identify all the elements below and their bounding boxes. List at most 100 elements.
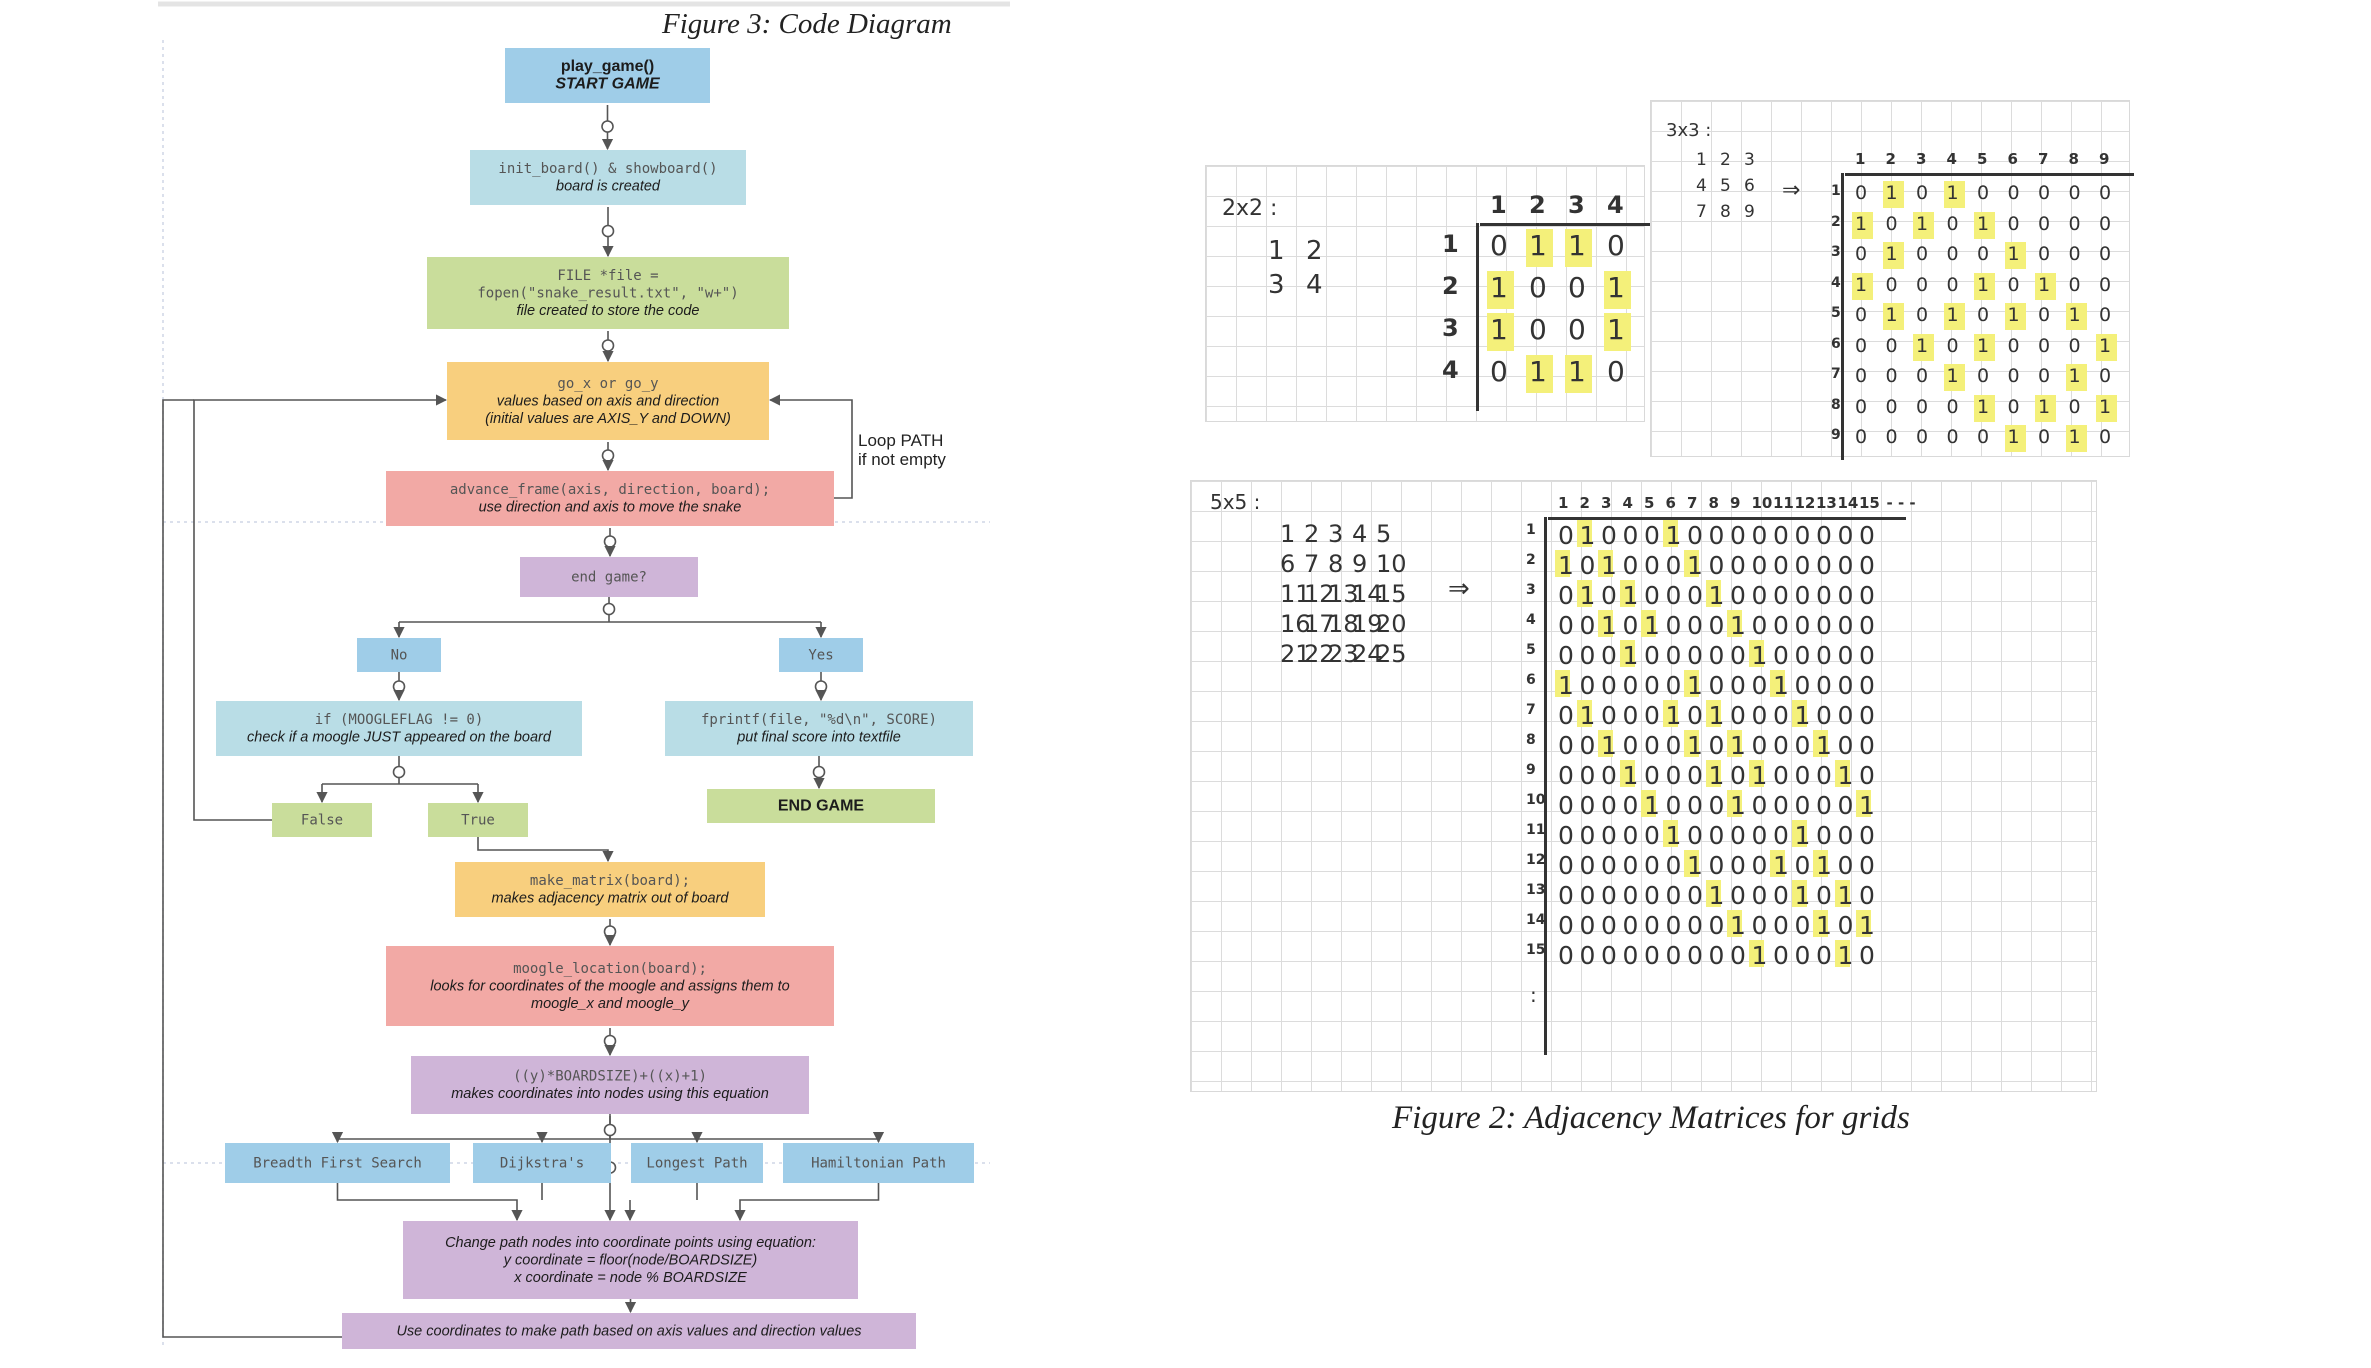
m3-cell: 0 (1977, 243, 1990, 265)
m5-cell: 0 (1730, 701, 1746, 730)
m5-cell: 1 (1687, 551, 1703, 580)
m3-cell: 1 (2007, 426, 2020, 448)
m5-cell: 1 (1730, 731, 1746, 760)
m2-cell: 0 (1607, 229, 1625, 262)
m5-cell: 0 (1665, 911, 1682, 940)
m3-cell: 0 (2068, 334, 2081, 357)
connector-dot (601, 120, 614, 133)
m5-cell: 0 (1837, 821, 1854, 850)
m5-cell: 0 (1601, 941, 1617, 970)
m2-label: 2x2 : (1222, 196, 1278, 221)
m5-highlight (1555, 550, 1571, 577)
node-equation-text: ((y)*BOARDSIZE)+((x)+1) (513, 1069, 707, 1085)
m3-cell: 0 (1977, 426, 1990, 448)
m5-cell: 1 (1837, 761, 1854, 790)
node-endgame-text: END GAME (778, 797, 865, 814)
m5-cell: 0 (1751, 791, 1768, 820)
m5-cell: 1 (1794, 821, 1811, 850)
m3-cell: 1 (1885, 304, 1898, 326)
m5-col-header: 14 (1837, 494, 1859, 512)
m3-row-header: 7 (1831, 366, 1841, 382)
m5-highlight (1598, 550, 1614, 577)
m5-cell: 0 (1558, 881, 1574, 910)
m5-highlight (1641, 610, 1657, 637)
m5-cell: 0 (1708, 551, 1725, 580)
m5-row-header: 6 (1526, 672, 1536, 688)
m3-grid-cell: 9 (1744, 202, 1755, 222)
m5-cell: 0 (1601, 521, 1617, 550)
m3-highlight (1852, 211, 1874, 239)
node-longest-text: Longest Path (646, 1155, 747, 1171)
m3-col-header: 3 (1916, 150, 1927, 168)
m5-row-header: 7 (1526, 702, 1536, 718)
m5-highlight (1619, 580, 1635, 607)
node-change-box (403, 1221, 858, 1299)
m3-cell: 0 (1946, 426, 1959, 448)
m5-cell: 1 (1665, 701, 1682, 730)
m5-cell: 0 (1751, 911, 1768, 940)
m5-cell: 0 (1816, 821, 1832, 850)
m5-col-header: 12 (1794, 494, 1816, 512)
m3-cell: 1 (1946, 365, 1959, 387)
m3-cell: 1 (1946, 304, 1959, 326)
m5-highlight (1834, 940, 1850, 967)
node-start-box (505, 48, 710, 103)
m5-cell: 0 (1622, 521, 1639, 550)
node-file-text: fopen("snake_result.txt", "w+") (477, 285, 738, 301)
m5-cell: 1 (1859, 911, 1875, 940)
m5-cell: 0 (1665, 761, 1682, 790)
m5-cell: 1 (1708, 581, 1725, 610)
m5-cell: 0 (1751, 701, 1768, 730)
m5-cell: 0 (1601, 911, 1617, 940)
m5-cell: 1 (1601, 551, 1617, 580)
m3-cell: 1 (1916, 334, 1929, 357)
m5-cell: 0 (1794, 611, 1811, 640)
m5-cell: 1 (1751, 641, 1768, 670)
m5-cell: 0 (1816, 701, 1832, 730)
m5-cell: 0 (1687, 761, 1703, 790)
m3-highlight (1974, 211, 1996, 239)
m3-highlight (2065, 303, 2087, 331)
m3-highlight (1943, 364, 1965, 392)
m5-cell: 0 (1708, 851, 1725, 880)
m5-cell: 0 (1644, 881, 1660, 910)
m5-grid-cell: 16 (1280, 610, 1311, 638)
m5-cell: 0 (1579, 671, 1596, 700)
node-fprintf-box (665, 701, 973, 756)
m5-cell: 0 (1687, 821, 1703, 850)
node-dij-box (473, 1143, 611, 1183)
m3-cell: 0 (2068, 212, 2081, 235)
m5-cell: 0 (1644, 671, 1660, 700)
m5-grid-cell: 7 (1304, 550, 1320, 578)
m3-cell: 0 (2007, 395, 2020, 418)
node-usecoords-box (342, 1313, 916, 1349)
m3-cell: 0 (1916, 304, 1929, 326)
m2-cell: 0 (1529, 271, 1547, 304)
node-equation-text: makes coordinates into nodes using this … (451, 1086, 769, 1102)
m5-cell: 0 (1579, 791, 1596, 820)
m5-grid-cell: 19 (1352, 610, 1383, 638)
m3-cell: 0 (2038, 212, 2051, 235)
m5-row-header: 12 (1526, 852, 1546, 868)
m5-highlight (1684, 670, 1700, 697)
m5-highlight (1813, 910, 1829, 937)
m5-cell: 0 (1644, 821, 1660, 850)
m5-highlight (1619, 760, 1635, 787)
m3-row-header: 2 (1831, 213, 1841, 230)
m3-row-header: 3 (1831, 244, 1841, 260)
m3-cell: 1 (1855, 212, 1868, 235)
m5-cell: 1 (1579, 521, 1596, 550)
m2-highlight (1526, 355, 1554, 393)
node-go-box (447, 362, 769, 440)
m5-grid-cell: 5 (1376, 520, 1392, 548)
m5-cell: 0 (1773, 911, 1789, 940)
m3-cell: 1 (2068, 304, 2081, 326)
m5-grid-cell: 8 (1328, 550, 1344, 578)
m5-highlight (1748, 940, 1764, 967)
m3-highlight (1943, 303, 1965, 331)
m5-cell: 0 (1859, 731, 1875, 760)
m5-cell: 0 (1859, 671, 1875, 700)
m5-cell: 0 (1579, 551, 1596, 580)
m3-cell: 0 (1977, 365, 1990, 387)
m5-grid-cell: 10 (1376, 550, 1407, 578)
